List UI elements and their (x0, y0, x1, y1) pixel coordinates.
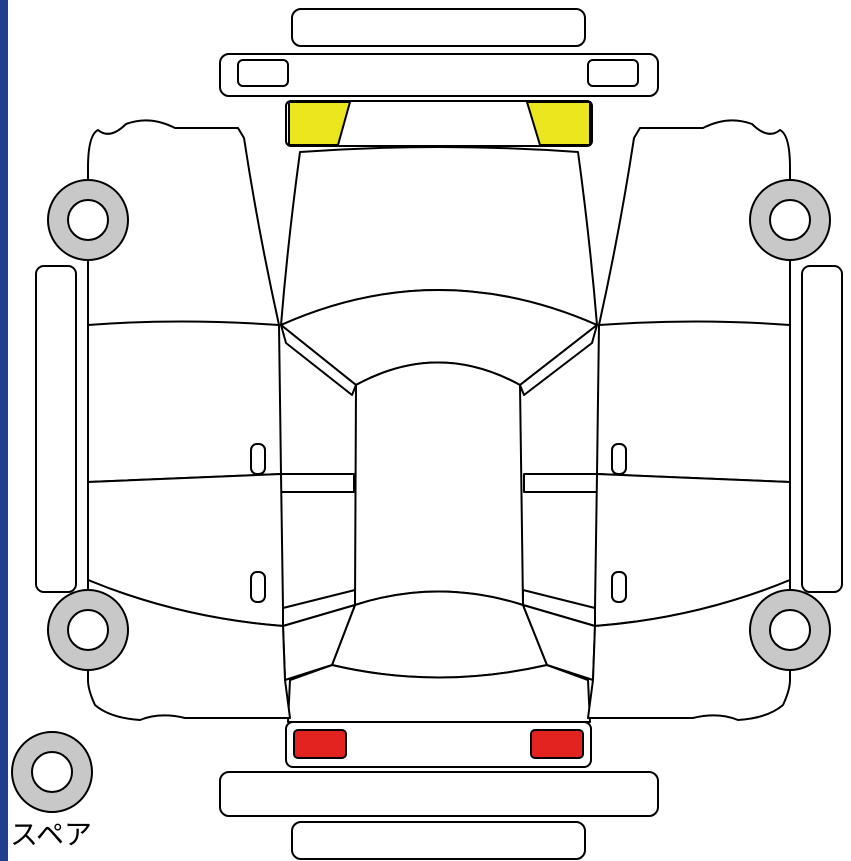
roof[interactable] (354, 361, 524, 606)
wheel-spare[interactable] (11, 731, 93, 813)
side-skirt-right[interactable] (801, 265, 843, 593)
front-top-bumper-strip[interactable] (291, 8, 586, 47)
a-pillar-left[interactable] (280, 324, 357, 396)
trunk[interactable] (287, 664, 591, 723)
door-handle-left-front (250, 443, 266, 475)
side-skirt-left[interactable] (35, 265, 77, 593)
wheel-rear-left[interactable] (47, 589, 129, 671)
front-fender-right[interactable] (598, 119, 791, 326)
front-door-left[interactable] (87, 320, 282, 483)
rear-window[interactable] (331, 590, 548, 679)
front-bumper[interactable] (219, 53, 659, 97)
wheel-front-right[interactable] (749, 179, 831, 261)
left-edge-bar (0, 0, 8, 861)
front-door-right[interactable] (596, 320, 791, 483)
rear-fender-left[interactable] (87, 579, 291, 721)
door-handle-right-rear (611, 571, 627, 603)
wheel-front-left[interactable] (47, 179, 129, 261)
headlight-right[interactable] (525, 101, 591, 146)
rear-fender-right[interactable] (587, 579, 791, 721)
wheel-rear-right[interactable] (749, 589, 831, 671)
door-handle-left-rear (250, 571, 266, 603)
headlight-left[interactable] (288, 101, 352, 146)
rear-bottom-bumper-strip[interactable] (291, 821, 586, 860)
taillight-right[interactable] (530, 729, 584, 759)
a-pillar-right[interactable] (519, 324, 598, 396)
front-bumper-left-slot (237, 59, 289, 87)
spare-label: スペア (10, 818, 93, 851)
front-fender-left[interactable] (87, 119, 280, 326)
front-grille-panel[interactable] (285, 100, 593, 147)
taillight-left[interactable] (293, 729, 347, 759)
b-pillar-left[interactable] (280, 473, 355, 493)
door-handle-right-front (611, 443, 627, 475)
rear-bumper[interactable] (219, 771, 659, 817)
front-bumper-right-slot (587, 59, 639, 87)
b-pillar-right[interactable] (523, 473, 598, 493)
